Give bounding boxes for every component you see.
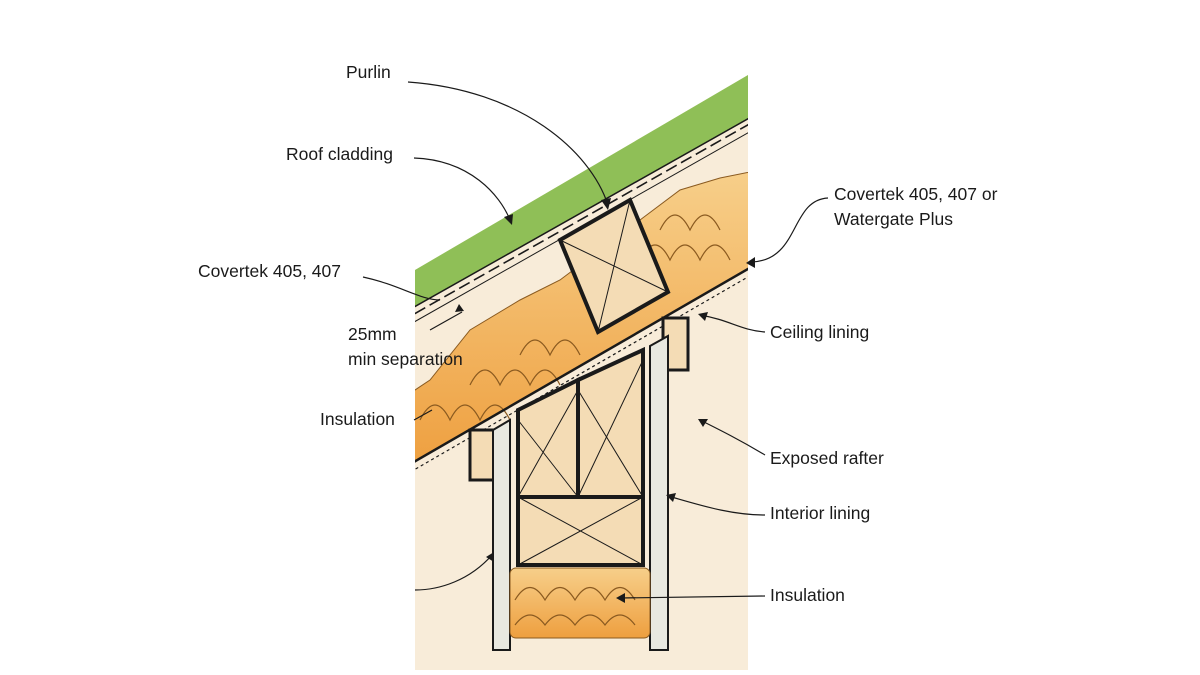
label-exposed-rafter: Exposed rafter <box>770 448 884 468</box>
arrow-exposed-rafter <box>698 419 708 427</box>
label-roof-cladding: Roof cladding <box>286 144 394 164</box>
wall-insulation-squiggle <box>514 586 636 626</box>
leader-lines <box>362 81 829 599</box>
leader-insulation-left <box>413 409 433 421</box>
label-separation-1: 25mm <box>348 324 397 344</box>
label-insulation-left: Insulation <box>320 409 395 429</box>
leader-separation <box>429 311 463 331</box>
label-interior-lining: Interior lining <box>770 503 871 523</box>
top-plate-right-cross <box>577 359 644 498</box>
label-purlin: Purlin <box>346 62 391 82</box>
label-covertek-lower: Covertek 405, 407 <box>198 261 342 281</box>
arrow-roof-cladding <box>504 214 513 225</box>
interior-lining-left <box>492 418 511 651</box>
label-insulation-bottom: Insulation <box>770 585 845 605</box>
arrow-ceiling-lining <box>698 312 708 321</box>
arrow-interior-lining <box>666 493 676 502</box>
arrow-purlin <box>601 198 611 210</box>
ceiling-lining-line <box>415 260 748 472</box>
label-covertek-upper-2: Watergate Plus <box>834 209 953 229</box>
leader-covertek-lower <box>362 276 441 301</box>
label-ceiling-lining: Ceiling lining <box>770 322 870 342</box>
leader-covertek-upper <box>751 197 829 263</box>
interior-lining-right <box>649 334 669 651</box>
top-plate-left-cross <box>517 389 579 498</box>
arrow-left-lining <box>486 552 494 562</box>
leader-roof-cladding <box>413 157 511 221</box>
roof-insulation-squiggle <box>419 214 731 422</box>
label-covertek-upper-1: Covertek 405, 407 or <box>834 184 998 204</box>
leader-left-lining <box>414 554 493 591</box>
leader-interior-lining <box>667 495 766 516</box>
arrow-separation <box>455 304 464 312</box>
leader-purlin <box>407 81 609 206</box>
leader-ceiling-lining <box>699 314 766 333</box>
label-separation-2: min separation <box>348 349 463 369</box>
wall-insulation <box>509 567 651 639</box>
arrowheads <box>455 198 755 603</box>
arrow-insulation-bottom <box>616 593 625 603</box>
arrow-covertek-upper <box>746 257 755 268</box>
underlay-line <box>415 117 748 323</box>
wall-plate-cross <box>517 496 644 566</box>
purlin-cross <box>559 199 669 333</box>
rafter-block-left <box>468 428 497 482</box>
leader-insulation-bottom <box>619 595 766 599</box>
